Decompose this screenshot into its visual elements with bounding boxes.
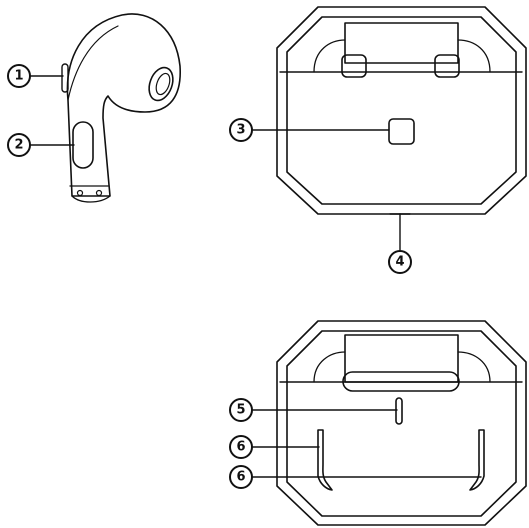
case-top-outer (276, 6, 527, 215)
speaker-mesh (148, 66, 174, 102)
charging-contact-2 (95, 189, 103, 197)
earbud-slot-left (317, 429, 333, 491)
case-inside-outer (276, 320, 527, 526)
case-inside-inner (286, 330, 517, 517)
stem-tip (69, 185, 111, 203)
touch-control-area (72, 121, 94, 169)
callout-4-label: 4 (395, 255, 404, 270)
callout-5-circle (229, 398, 253, 422)
case-magnet-bar (342, 371, 460, 392)
callout-6a-label: 6 (236, 440, 245, 455)
speaker-mesh-inner (155, 72, 171, 96)
case-top-lid (344, 22, 459, 64)
case-hinge-left (341, 54, 367, 78)
earbud-stem-contour (67, 25, 119, 101)
case-inside-lid (344, 334, 459, 383)
case-inside-cradle-left (313, 351, 346, 383)
case-cradle-left (313, 39, 346, 73)
charging-case-inside (276, 320, 527, 526)
case-cradle-right (457, 39, 491, 73)
callout-5: 5 (229, 398, 398, 422)
callout-3-circle (229, 118, 253, 142)
charging-contact-1 (76, 189, 84, 197)
callout-1: 1 (7, 64, 64, 88)
case-inside-cradle-right (457, 351, 491, 383)
callout-3-label: 3 (236, 123, 245, 138)
pairing-button (388, 118, 415, 145)
case-top-inner (286, 16, 517, 205)
callout-1-label: 1 (14, 69, 23, 84)
callout-4-circle (388, 250, 412, 274)
earbud-illustration (61, 13, 181, 203)
callout-2-label: 2 (14, 138, 23, 153)
callout-6b: 6 (229, 465, 482, 489)
case-hinge-right (434, 54, 460, 78)
callout-6b-circle (229, 465, 253, 489)
callout-4: 4 (388, 213, 412, 274)
callout-6a: 6 (229, 435, 320, 459)
earbud-slot-right (469, 429, 485, 491)
earbud-outline (66, 13, 181, 197)
callout-5-label: 5 (236, 403, 245, 418)
proximity-sensor (61, 63, 69, 93)
charging-case-top (276, 6, 527, 215)
status-indicator-light (395, 397, 403, 425)
callout-2: 2 (7, 133, 75, 157)
callout-1-circle (7, 64, 31, 88)
callout-2-circle (7, 133, 31, 157)
callout-6b-label: 6 (236, 470, 245, 485)
callout-6a-circle (229, 435, 253, 459)
callout-3: 3 (229, 118, 390, 142)
